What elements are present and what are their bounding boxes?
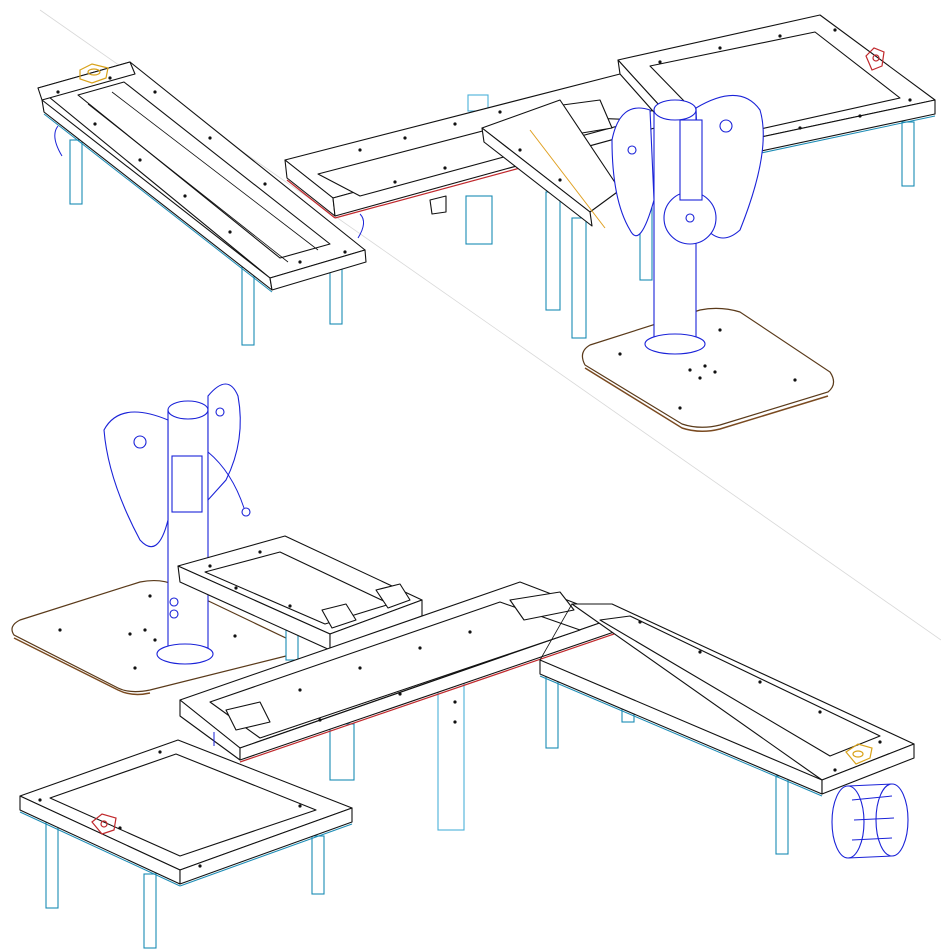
- crank-arm: [207, 451, 245, 509]
- blue-connector: [357, 213, 364, 239]
- plate-bolts: [58, 594, 237, 670]
- grab-handle-icon[interactable]: [91, 813, 117, 835]
- butterfly-panel-icon[interactable]: [611, 107, 655, 237]
- grab-handle-icon[interactable]: [865, 47, 885, 71]
- play-panel-post: [611, 95, 764, 355]
- post-flange: [156, 643, 214, 665]
- bench-rail: [821, 743, 915, 795]
- bench-bolts: [658, 28, 912, 130]
- crank-knob[interactable]: [241, 507, 251, 517]
- front-step-frame: [481, 99, 621, 229]
- leg: [571, 217, 587, 339]
- leg: [311, 835, 325, 895]
- table-inner: [49, 753, 317, 857]
- leg: [775, 775, 789, 855]
- base-plate: [581, 307, 835, 432]
- leg: [329, 723, 355, 781]
- plate-bolts: [618, 328, 797, 410]
- right-long-bench-legs: [775, 775, 789, 855]
- butterfly-panel-icon[interactable]: [207, 383, 241, 502]
- block: [429, 195, 447, 215]
- bench-bolts: [638, 620, 882, 772]
- panel-hole: [719, 119, 733, 133]
- table-bolts: [38, 750, 302, 868]
- front-beam: [179, 581, 615, 763]
- post-flange: [644, 333, 706, 355]
- bench-inner: [77, 81, 331, 259]
- beam-bolts: [298, 630, 472, 722]
- water-wheel-icon[interactable]: [831, 783, 909, 859]
- plate-surface: [581, 307, 835, 428]
- play-panel-post: [103, 383, 251, 665]
- wheel-rim: [831, 785, 865, 859]
- rear-bench: [177, 535, 423, 653]
- wheel-edge: [54, 125, 63, 157]
- post-cap: [653, 99, 697, 121]
- left-bench-legs: [69, 139, 343, 346]
- right-long-bench: [539, 603, 915, 797]
- small-table-legs: [45, 815, 325, 949]
- butterfly-panel-icon[interactable]: [103, 411, 169, 548]
- dial-center: [685, 213, 695, 223]
- leg: [465, 195, 493, 245]
- grab-handle-icon[interactable]: [79, 63, 109, 84]
- post-hole: [169, 597, 179, 607]
- post-cap: [167, 400, 209, 420]
- panel-hole: [133, 435, 147, 449]
- leg: [45, 815, 59, 909]
- leg: [901, 121, 915, 187]
- block: [225, 701, 271, 731]
- grab-handle-icon[interactable]: [845, 743, 873, 765]
- bench-bolts: [56, 76, 347, 264]
- bottom-view-isometric: [11, 383, 915, 949]
- beam-bolts: [358, 110, 502, 184]
- leg: [545, 191, 561, 311]
- top-view-isometric: [37, 14, 936, 432]
- post-hole: [169, 609, 179, 619]
- wheel-rim: [875, 783, 909, 857]
- leg: [143, 873, 157, 949]
- panel-bracket: [679, 119, 703, 201]
- center-beam-legs: [465, 94, 587, 339]
- small-table: [19, 739, 353, 887]
- rear-bench-legs: [285, 629, 355, 781]
- bench-inner: [599, 615, 881, 757]
- leg: [69, 139, 83, 205]
- left-bench: [37, 61, 367, 293]
- block: [321, 603, 357, 629]
- bench-rail-end: [269, 249, 367, 291]
- panel-hole: [627, 145, 637, 155]
- butterfly-panel-icon[interactable]: [695, 95, 764, 239]
- bench-bolts: [208, 550, 292, 608]
- panel-bracket: [171, 455, 203, 513]
- step-rail: [481, 127, 593, 227]
- center-post: [437, 679, 465, 831]
- block: [509, 591, 575, 621]
- table-rail: [179, 807, 353, 885]
- panel-hole: [215, 407, 225, 417]
- block: [375, 583, 411, 609]
